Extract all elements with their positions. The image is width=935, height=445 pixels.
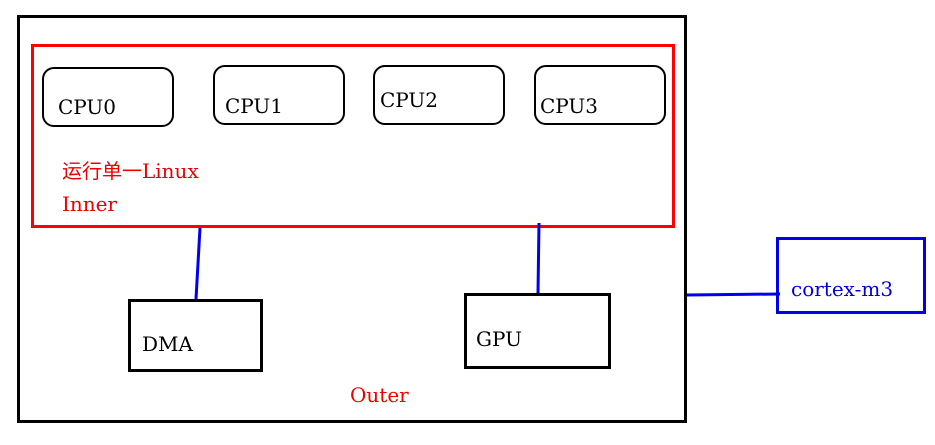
cpu0-label: CPU0: [58, 95, 116, 119]
outer-label: Outer: [350, 383, 409, 407]
cortex-m3-box: [776, 237, 926, 314]
cpu3-box: [534, 65, 666, 125]
inner-to-gpu-connector: [536, 222, 541, 294]
cpu3-label: CPU3: [540, 94, 598, 118]
dma-box: [128, 299, 263, 372]
cpu2-box: [373, 65, 505, 125]
cpu0-box: [42, 67, 174, 127]
outer-to-cortex-m3-connector: [686, 292, 781, 297]
inner-box: [31, 44, 675, 228]
gpu-label: GPU: [476, 327, 522, 351]
outer-box: [17, 15, 687, 423]
cortex-m3-label: cortex-m3: [791, 277, 894, 301]
dma-label: DMA: [142, 332, 193, 356]
inner-description-label: 运行单一Linux: [62, 159, 199, 183]
inner-to-dma-connector: [194, 227, 202, 300]
cpu1-label: CPU1: [225, 94, 283, 118]
gpu-box: [464, 293, 611, 369]
inner-label: Inner: [62, 192, 118, 216]
cpu2-label: CPU2: [380, 88, 438, 112]
cpu1-box: [213, 65, 345, 125]
